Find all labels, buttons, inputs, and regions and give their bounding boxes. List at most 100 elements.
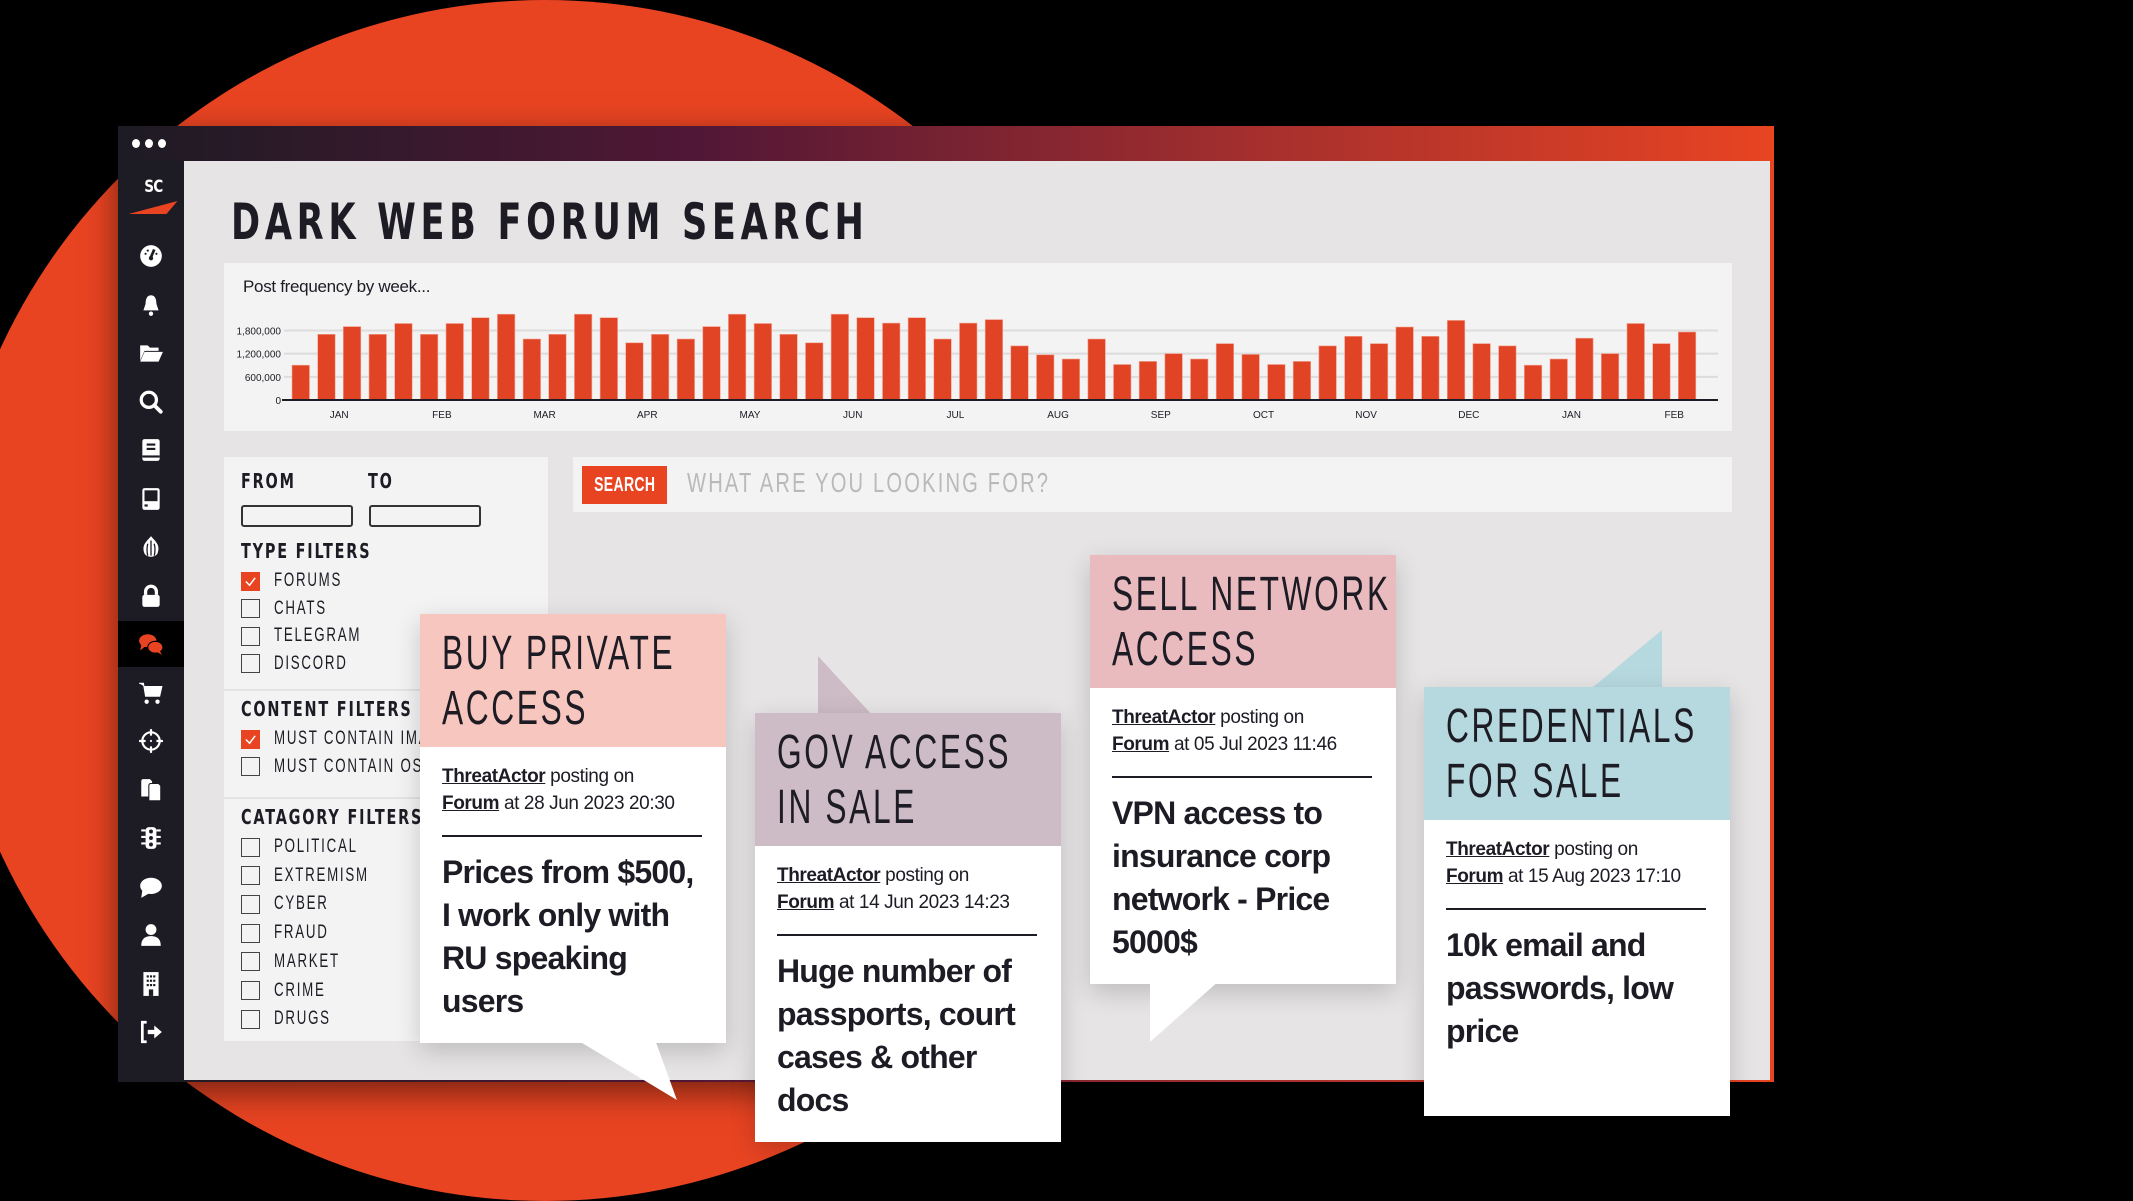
sidebar-item-onion[interactable] bbox=[118, 524, 184, 570]
onion-icon bbox=[143, 536, 159, 557]
chat-bubbles-icon bbox=[139, 634, 164, 655]
actor-link[interactable]: ThreatActor bbox=[777, 865, 881, 886]
checkbox[interactable] bbox=[241, 837, 260, 857]
filter-fraud[interactable]: FRAUD bbox=[241, 921, 352, 945]
search-icon bbox=[139, 390, 163, 414]
from-date-input[interactable] bbox=[241, 505, 353, 527]
to-date-input[interactable] bbox=[369, 505, 481, 527]
filter-market[interactable]: MARKET bbox=[241, 950, 368, 974]
sidebar-item-traffic-light[interactable] bbox=[118, 815, 184, 861]
checkbox[interactable] bbox=[241, 599, 260, 618]
svg-text:SEP: SEP bbox=[1151, 410, 1171, 421]
checkbox[interactable] bbox=[241, 952, 260, 972]
post-text: VPN access to insurance corp network - P… bbox=[1112, 795, 1331, 960]
filter-drugs[interactable]: DRUGS bbox=[241, 1007, 355, 1031]
divider bbox=[442, 835, 702, 837]
sidebar-item-chat-bubbles[interactable] bbox=[118, 621, 184, 667]
sidebar-item-crosshair[interactable] bbox=[118, 718, 184, 764]
sidebar-item-shopping-cart[interactable] bbox=[118, 670, 184, 716]
filter-label: DRUGS bbox=[274, 1008, 331, 1030]
source-link[interactable]: Forum bbox=[777, 892, 835, 913]
source-link[interactable]: Forum bbox=[442, 793, 500, 814]
checkbox[interactable] bbox=[241, 894, 260, 914]
logo-swoosh-icon bbox=[128, 201, 178, 214]
filter-forums[interactable]: FORUMS bbox=[241, 569, 371, 593]
speech-tail bbox=[818, 656, 873, 716]
filter-label: CRIME bbox=[274, 979, 326, 1001]
svg-text:FEB: FEB bbox=[1664, 410, 1684, 421]
source-link[interactable]: Forum bbox=[1112, 734, 1170, 755]
filter-telegram[interactable]: TELEGRAM bbox=[241, 624, 399, 648]
filter-label: EXTREMISM bbox=[274, 864, 369, 886]
search-input[interactable] bbox=[683, 465, 1683, 505]
window-menu-dots[interactable] bbox=[132, 139, 166, 148]
sidebar-item-building[interactable] bbox=[118, 961, 184, 1007]
dot-icon bbox=[158, 139, 166, 148]
actor-link[interactable]: ThreatActor bbox=[1112, 707, 1216, 728]
traffic-light-icon bbox=[141, 827, 161, 849]
divider bbox=[1112, 776, 1372, 778]
logo[interactable]: SC bbox=[128, 177, 178, 217]
filter-must-contain-images[interactable]: MUST CONTAIN IMAGES bbox=[241, 727, 544, 751]
checkbox[interactable] bbox=[241, 729, 260, 749]
svg-text:MAY: MAY bbox=[740, 410, 761, 421]
sidebar-item-comment[interactable] bbox=[118, 864, 184, 910]
post-text: Huge number of passports, court cases & … bbox=[777, 953, 1016, 1118]
sidebar-item-dashboard-gauge[interactable] bbox=[118, 233, 184, 279]
sidebar-item-bell[interactable] bbox=[118, 282, 184, 328]
building-icon bbox=[143, 971, 159, 996]
checkbox[interactable] bbox=[241, 654, 260, 673]
filter-political[interactable]: POLITICAL bbox=[241, 835, 394, 859]
sidebar-item-folder-open[interactable] bbox=[118, 330, 184, 376]
title-bar bbox=[118, 126, 1774, 161]
checkbox[interactable] bbox=[241, 981, 260, 1000]
filter-discord[interactable]: DISCORD bbox=[241, 652, 379, 676]
lock-icon bbox=[142, 584, 160, 607]
timestamp: at 05 Jul 2023 11:46 bbox=[1169, 734, 1337, 755]
sidebar-item-lock[interactable] bbox=[118, 573, 184, 619]
filter-extremism[interactable]: EXTREMISM bbox=[241, 864, 409, 888]
computer-icon bbox=[142, 487, 160, 510]
filter-cyber[interactable]: CYBER bbox=[241, 892, 352, 916]
to-label: TO bbox=[368, 469, 394, 493]
timestamp: at 28 Jun 2023 20:30 bbox=[499, 793, 675, 814]
filter-crime[interactable]: CRIME bbox=[241, 979, 348, 1003]
actor-link[interactable]: ThreatActor bbox=[1446, 839, 1550, 860]
speech-tail bbox=[1150, 980, 1220, 1042]
checkbox[interactable] bbox=[241, 866, 260, 886]
logo-text: SC bbox=[144, 177, 163, 197]
sidebar-item-copy-documents[interactable] bbox=[118, 767, 184, 813]
sign-out-icon bbox=[140, 1020, 162, 1044]
actor-link[interactable]: ThreatActor bbox=[442, 766, 546, 787]
filter-must-contain-osint[interactable]: MUST CONTAIN OSINT bbox=[241, 755, 525, 779]
checkbox[interactable] bbox=[241, 757, 260, 776]
sidebar-item-search[interactable] bbox=[118, 379, 184, 425]
sidebar-item-book[interactable] bbox=[118, 427, 184, 473]
shopping-cart-icon bbox=[139, 682, 163, 704]
checkbox[interactable] bbox=[241, 923, 260, 943]
svg-text:0: 0 bbox=[275, 396, 281, 407]
speech-tail bbox=[1592, 630, 1662, 688]
checkbox[interactable] bbox=[241, 571, 260, 591]
copy-documents-icon bbox=[141, 778, 162, 801]
sidebar-item-user[interactable] bbox=[118, 912, 184, 958]
sidebar-item-computer[interactable] bbox=[118, 476, 184, 522]
filter-chats[interactable]: CHATS bbox=[241, 597, 349, 621]
filter-label: MUST CONTAIN IMAGES bbox=[274, 728, 463, 749]
sidebar-item-sign-out[interactable] bbox=[118, 1009, 184, 1055]
source-link[interactable]: Forum bbox=[1446, 866, 1504, 887]
checkbox[interactable] bbox=[241, 1009, 260, 1029]
checkbox[interactable] bbox=[241, 626, 260, 646]
search-button[interactable]: SEARCH bbox=[582, 466, 667, 504]
